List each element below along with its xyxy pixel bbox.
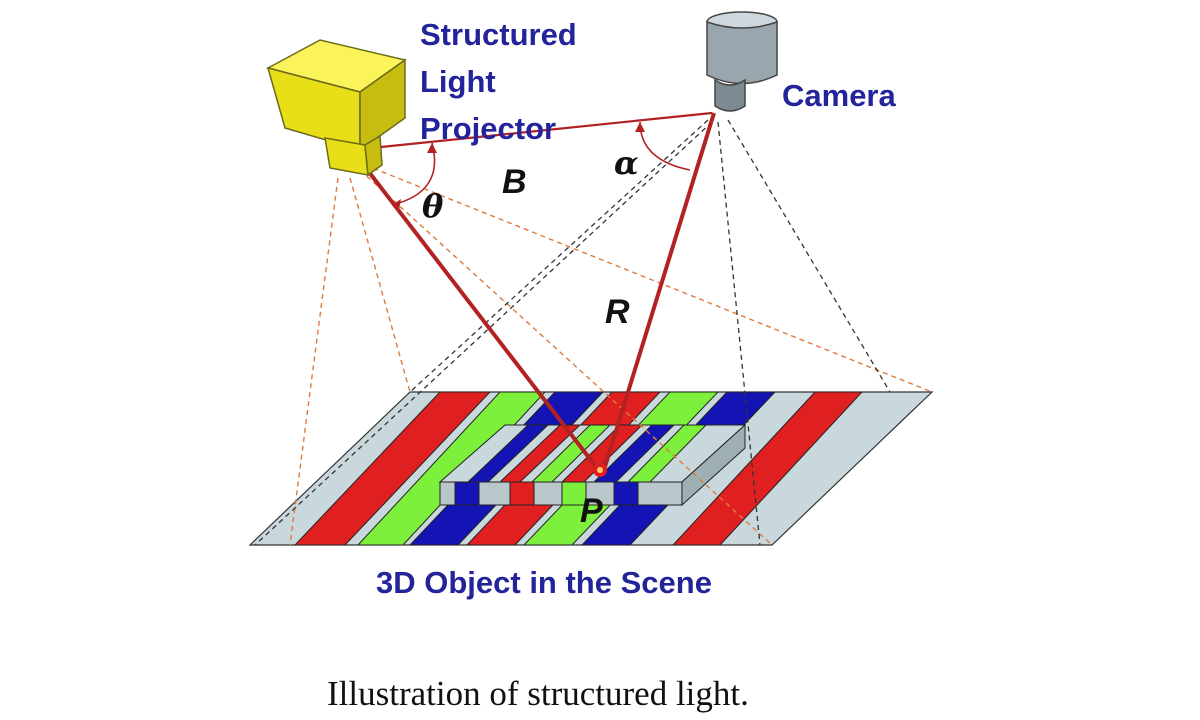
camera-view-fan: [254, 119, 891, 546]
object-label: 3D Object in the Scene: [376, 565, 712, 600]
projector-label-line3: Projector: [420, 111, 556, 146]
alpha-symbol: α: [614, 144, 639, 182]
baseline-line: [351, 111, 713, 152]
alpha-angle-arc: [639, 121, 691, 171]
projector-light-fan: [289, 164, 933, 546]
figure-caption: Illustration of structured light.: [327, 674, 749, 713]
camera-ray: [602, 112, 716, 471]
stripe-green: [356, 392, 547, 545]
camera-label: Camera: [782, 78, 896, 113]
camera-icon: [706, 11, 778, 112]
range-symbol: R: [605, 293, 630, 331]
projector-icon: [265, 39, 407, 177]
3d-object: [438, 423, 747, 507]
stripe-red: [293, 392, 492, 545]
point-symbol: P: [580, 492, 603, 530]
theta-symbol: θ: [422, 187, 444, 225]
stripe-red: [671, 392, 864, 545]
projector-ray: [350, 148, 602, 474]
baseline-symbol: B: [502, 163, 527, 201]
point-p-marker: [593, 463, 607, 477]
projector-label-line1: Structured: [420, 17, 577, 52]
projector-label-line2: Light: [420, 64, 496, 99]
